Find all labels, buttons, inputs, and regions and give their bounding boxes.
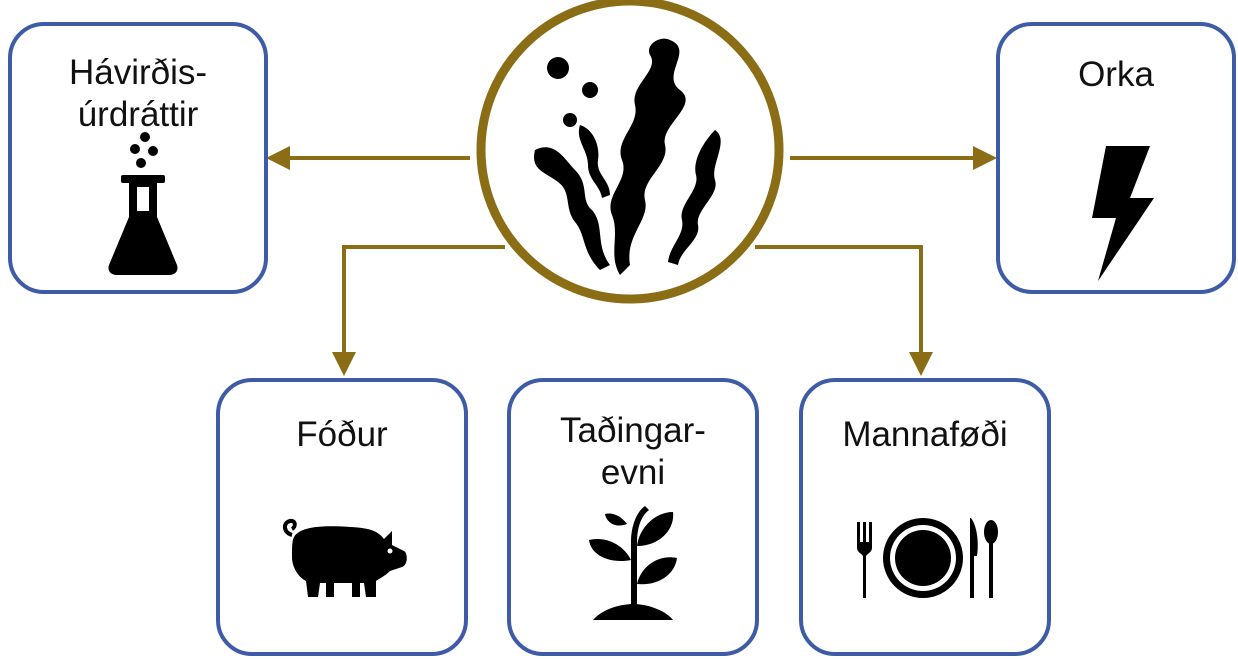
pig-icon: [283, 518, 407, 597]
product-label-food: Mannaføði: [842, 415, 1008, 454]
flask-icon: [108, 132, 178, 275]
product-label-energy: Orka: [1078, 55, 1154, 94]
arrow-to-food: [755, 245, 933, 376]
seaweed-icon: [534, 38, 721, 275]
arrow-to-feed: [332, 245, 505, 376]
product-label-extracts: Hávirðis- úrdráttir: [68, 53, 208, 134]
sprout-icon: [589, 506, 677, 620]
product-label-feed: Fóður: [296, 415, 388, 454]
plate-cutlery-icon: [857, 518, 998, 598]
product-box-energy: Orka: [996, 22, 1236, 294]
lightning-bolt-icon: [1092, 146, 1154, 281]
product-box-fertilizer: Taðingar- evni: [507, 378, 759, 656]
product-box-food: Mannaføði: [799, 378, 1051, 656]
product-box-extracts: Hávirðis- úrdráttir: [8, 22, 268, 294]
product-box-feed: Fóður: [216, 378, 468, 656]
product-label-fertilizer: Taðingar- evni: [560, 411, 706, 492]
